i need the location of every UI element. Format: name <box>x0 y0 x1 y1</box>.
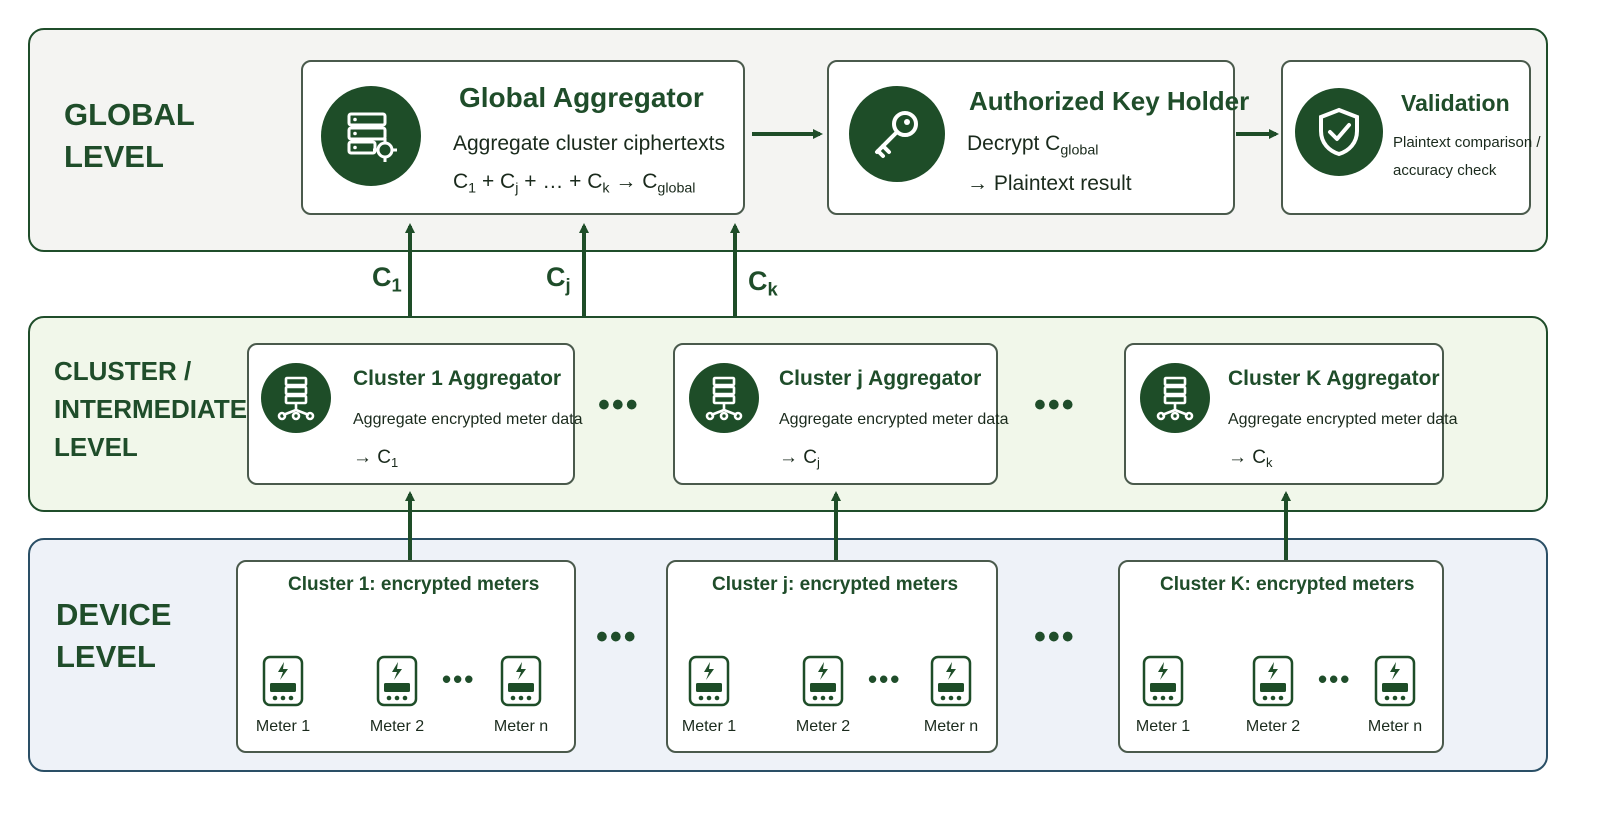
key-holder-decrypt: Decrypt Cglobal <box>967 132 1099 159</box>
cluster-1-aggregator-output: → C1 <box>353 447 399 470</box>
cluster-ellipsis-2: ••• <box>1034 386 1076 424</box>
global-aggregator-formula: C1 + Cj + … + Ck → Cglobal <box>453 170 696 197</box>
label-cj: Cj <box>546 262 571 296</box>
cluster-j-aggregator-output: → Cj <box>779 447 820 470</box>
meter-label: Meter n <box>1367 718 1423 735</box>
shield-check-icon <box>1295 88 1383 176</box>
cluster-1-aggregator-title: Cluster 1 Aggregator <box>353 367 562 390</box>
server-gear-icon <box>321 86 421 186</box>
key-holder-title: Authorized Key Holder <box>969 86 1250 116</box>
server-network-icon <box>689 363 759 433</box>
validation-box: Validation Plaintext comparison / accura… <box>1281 60 1541 215</box>
global-aggregator-title: Global Aggregator <box>459 82 704 113</box>
key-holder-box: Authorized Key Holder Decrypt Cglobal → … <box>827 60 1249 215</box>
device-ellipsis-1: ••• <box>596 618 638 656</box>
key-holder-result: → Plaintext result <box>967 172 1132 195</box>
cluster-1-aggregator-desc: Aggregate encrypted meter data <box>353 411 583 428</box>
meter-label: Meter 2 <box>795 718 851 735</box>
device-cluster-j-box: Cluster j: encrypted meters Meter 1 Meter… <box>666 560 998 753</box>
cluster-k-aggregator-output: → Ck <box>1228 447 1273 470</box>
meter-label: Meter 2 <box>369 718 425 735</box>
meter-bolt-icon <box>688 655 730 712</box>
device-cluster-k-title: Cluster K: encrypted meters <box>1160 574 1415 595</box>
cluster-ellipsis-1: ••• <box>598 386 640 424</box>
validation-title: Validation <box>1401 90 1510 116</box>
cluster-k-aggregator-box: Cluster K Aggregator Aggregate encrypted… <box>1124 343 1457 485</box>
device-cluster-1-box: Cluster 1: encrypted meters Meter 1 Meter… <box>236 560 576 753</box>
meter-bolt-icon <box>1252 655 1294 712</box>
meter-label: Meter 1 <box>255 718 311 735</box>
device-cluster-j-title: Cluster j: encrypted meters <box>712 574 959 595</box>
device-ellipsis-2: ••• <box>1034 618 1076 656</box>
cluster-1-aggregator-box: Cluster 1 Aggregator Aggregate encrypted… <box>247 343 582 485</box>
meter-ellipsis: ••• <box>1318 664 1352 694</box>
validation-line2: accuracy check <box>1393 162 1497 179</box>
meter-ellipsis: ••• <box>442 664 476 694</box>
meter-bolt-icon <box>802 655 844 712</box>
cluster-k-aggregator-desc: Aggregate encrypted meter data <box>1228 411 1458 428</box>
server-network-icon <box>1140 363 1210 433</box>
cluster-j-aggregator-desc: Aggregate encrypted meter data <box>779 411 1009 428</box>
label-ck: Ck <box>748 266 778 300</box>
meter-label: Meter 2 <box>1245 718 1301 735</box>
meter-bolt-icon <box>376 655 418 712</box>
meter-label: Meter 1 <box>681 718 737 735</box>
meter-bolt-icon <box>1374 655 1416 712</box>
cluster-k-aggregator-title: Cluster K Aggregator <box>1228 367 1440 390</box>
cluster-j-aggregator-title: Cluster j Aggregator <box>779 367 982 390</box>
cluster-j-aggregator-box: Cluster j Aggregator Aggregate encrypted… <box>673 343 1008 485</box>
device-cluster-k-box: Cluster K: encrypted meters Meter 1 Meter… <box>1118 560 1444 753</box>
global-aggregator-box: Global Aggregator Aggregate cluster ciph… <box>301 60 745 215</box>
meter-bolt-icon <box>262 655 304 712</box>
global-aggregator-desc: Aggregate cluster ciphertexts <box>453 132 725 155</box>
label-c1: C1 <box>372 262 402 296</box>
meter-label: Meter n <box>493 718 549 735</box>
meter-bolt-icon <box>1142 655 1184 712</box>
meter-label: Meter 1 <box>1135 718 1191 735</box>
server-network-icon <box>261 363 331 433</box>
device-cluster-1-title: Cluster 1: encrypted meters <box>288 574 540 595</box>
meter-ellipsis: ••• <box>868 664 902 694</box>
meter-bolt-icon <box>930 655 972 712</box>
meter-label: Meter n <box>923 718 979 735</box>
meter-bolt-icon <box>500 655 542 712</box>
validation-line1: Plaintext comparison / <box>1393 134 1541 151</box>
key-icon <box>849 86 945 182</box>
